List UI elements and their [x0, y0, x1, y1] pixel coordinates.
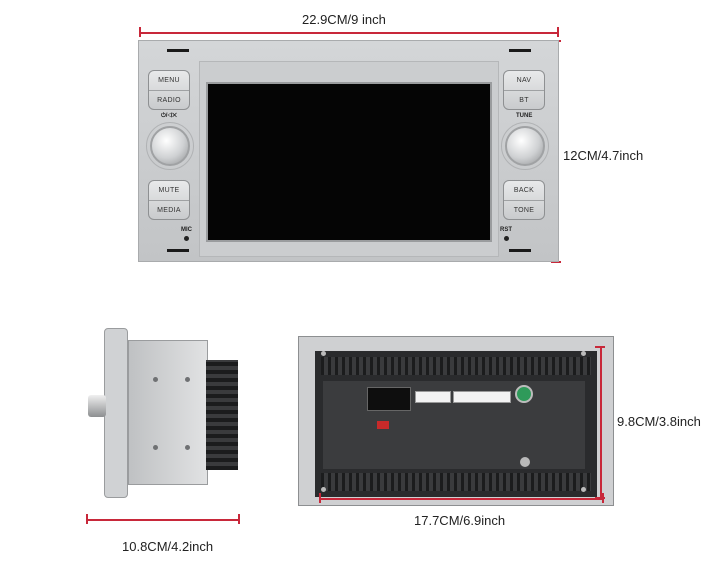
rear-screw-bottom-left [321, 487, 326, 492]
white-connector-2 [453, 391, 511, 403]
side-view-faceplate [104, 328, 128, 498]
rst-label: RST [500, 227, 512, 233]
side-screw-3 [153, 445, 158, 450]
back-tone-button[interactable]: BACK TONE [503, 180, 545, 220]
radio-button-label: RADIO [157, 97, 181, 104]
mute-media-button[interactable]: MUTE MEDIA [148, 180, 190, 220]
top-right-slot [509, 49, 531, 52]
side-screw-4 [185, 445, 190, 450]
bottom-left-slot [167, 249, 189, 252]
mute-button-label: MUTE [149, 181, 189, 201]
menu-radio-button[interactable]: MENU RADIO [148, 70, 190, 110]
red-connector [377, 421, 389, 429]
rear-width-tick-left [319, 493, 321, 503]
power-label: ⏻/◁✕ [161, 113, 177, 119]
rear-width-dimension-label: 17.7CM/6.9inch [414, 513, 506, 528]
white-connector-1 [415, 391, 451, 403]
tone-button-label: TONE [513, 207, 535, 214]
rear-screw-top-right [581, 351, 586, 356]
side-view-heatsink [206, 360, 238, 470]
radio-antenna-port [520, 457, 530, 467]
top-left-slot [167, 49, 189, 52]
height-dimension-tick-bottom [551, 261, 561, 263]
volume-knob[interactable] [150, 126, 190, 166]
height-dimension-label: 12CM/4.7inch [563, 148, 644, 163]
reset-hole[interactable] [504, 236, 509, 241]
rear-width-tick-right [602, 493, 604, 503]
tune-knob-ring [501, 122, 549, 170]
side-view-knob [88, 395, 106, 417]
screen-bezel [199, 61, 499, 257]
depth-dimension-tick-right [238, 514, 240, 524]
bt-button-label: BT [519, 97, 529, 104]
width-dimension-line [140, 32, 558, 34]
side-view-chassis [128, 340, 208, 485]
depth-dimension-tick-left [86, 514, 88, 524]
bottom-right-slot [509, 249, 531, 252]
nav-button-label: NAV [504, 71, 544, 91]
rear-height-dimension-line [600, 346, 602, 498]
media-button-label: MEDIA [157, 207, 181, 214]
tune-knob[interactable] [505, 126, 545, 166]
width-dimension-label: 22.9CM/9 inch [302, 12, 386, 27]
side-screw-2 [185, 377, 190, 382]
menu-button-label: MENU [149, 71, 189, 91]
rear-heatsink-bottom [321, 473, 591, 491]
nav-bt-button[interactable]: NAV BT [503, 70, 545, 110]
rear-view-frame [298, 336, 614, 506]
width-dimension-tick-right [557, 27, 559, 37]
mic-label: MIC [181, 227, 192, 233]
tune-label: TUNE [516, 113, 533, 119]
mic-hole [184, 236, 189, 241]
head-unit-front: MENU RADIO ⏻/◁✕ MUTE MEDIA MIC NAV BT TU… [138, 40, 559, 262]
width-dimension-tick-left [139, 27, 141, 37]
rear-screw-top-left [321, 351, 326, 356]
depth-dimension-line [86, 519, 240, 521]
gps-antenna-port [515, 385, 533, 403]
rear-width-dimension-line [320, 498, 604, 500]
rear-view-chassis [315, 351, 597, 497]
volume-knob-ring [146, 122, 194, 170]
black-connector [367, 387, 411, 411]
rear-height-tick-top [595, 346, 605, 348]
side-screw-1 [153, 377, 158, 382]
depth-dimension-label: 10.8CM/4.2inch [122, 539, 214, 554]
rear-screw-bottom-right [581, 487, 586, 492]
back-button-label: BACK [504, 181, 544, 201]
display-screen[interactable] [206, 82, 492, 242]
rear-heatsink-top [321, 357, 591, 375]
rear-height-dimension-label: 9.8CM/3.8inch [617, 414, 701, 429]
